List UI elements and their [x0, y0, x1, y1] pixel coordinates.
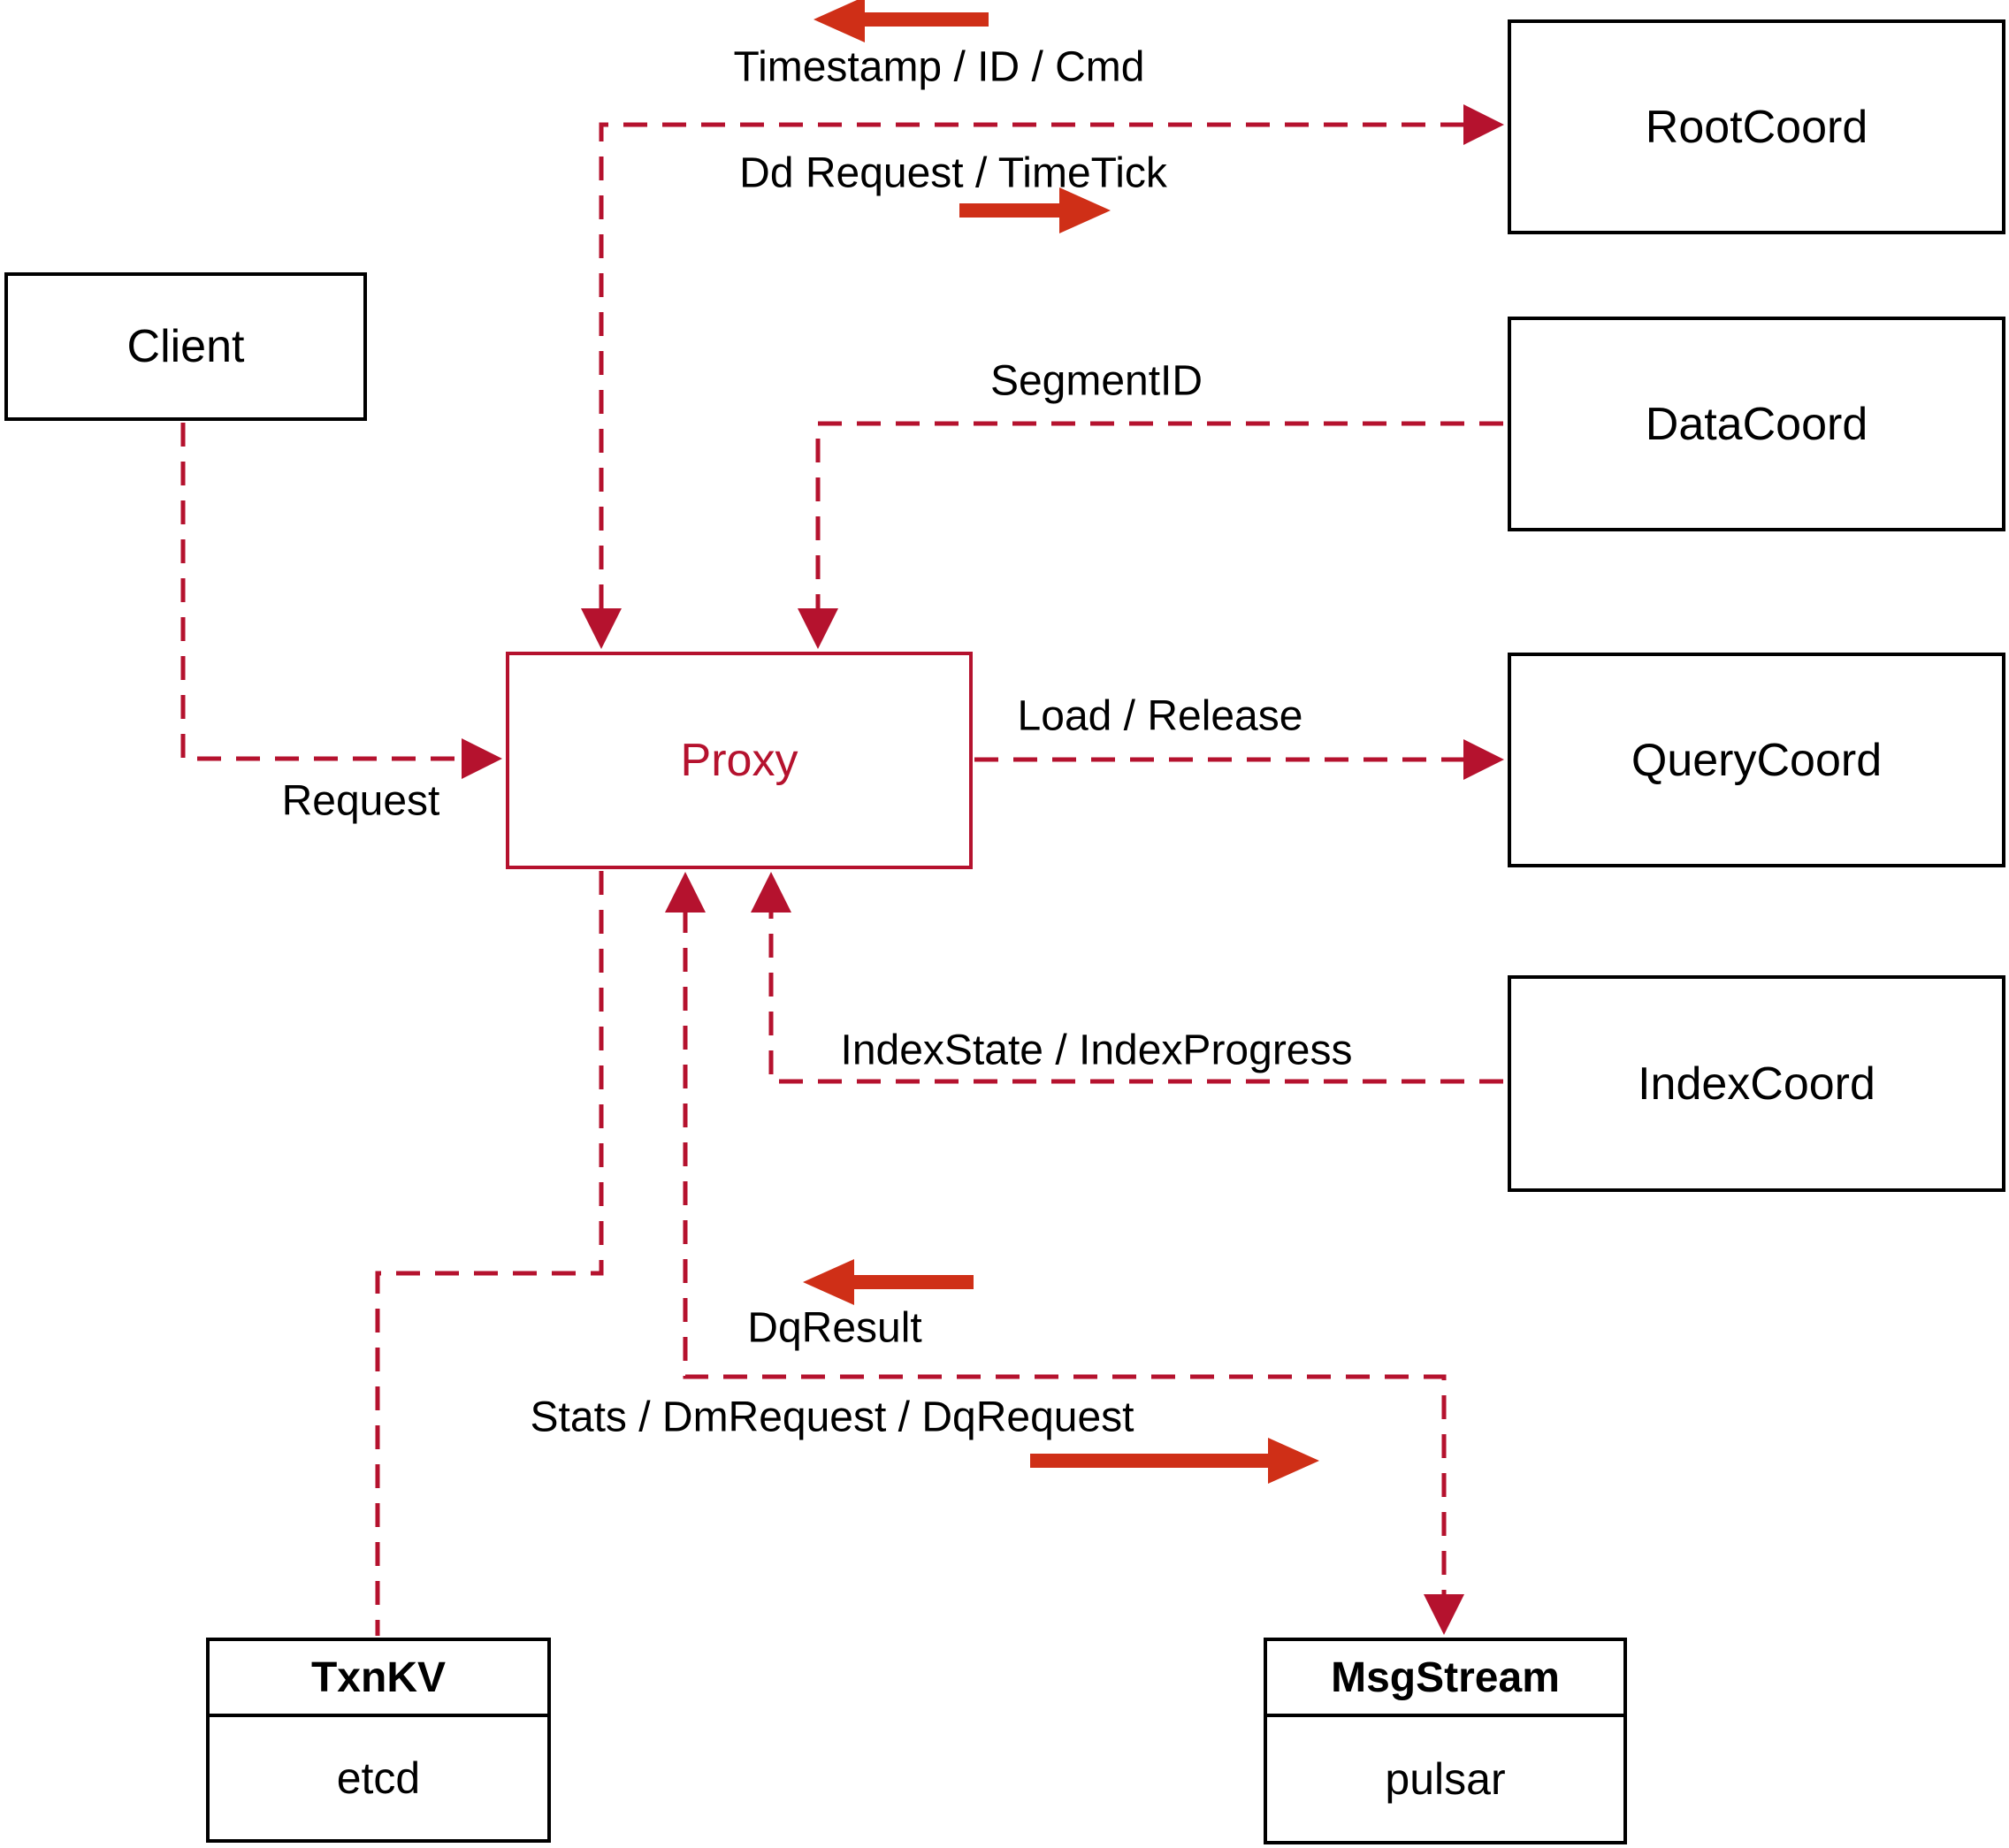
edge-proxy-rootcoord	[599, 122, 1464, 612]
node-datacoord-label: DataCoord	[1645, 398, 1868, 450]
node-indexcoord-label: IndexCoord	[1638, 1058, 1875, 1110]
arrowhead-into-msgstream	[1424, 1594, 1464, 1635]
direction-arrow-left-timestamp	[814, 0, 989, 42]
node-rootcoord: RootCoord	[1508, 19, 2005, 234]
node-querycoord: QueryCoord	[1508, 653, 2005, 867]
edge-client-proxy	[180, 423, 462, 761]
arrowhead-into-proxy-top-left	[581, 608, 622, 649]
node-indexcoord: IndexCoord	[1508, 975, 2005, 1192]
node-msgstream-impl: pulsar	[1385, 1754, 1506, 1804]
direction-arrow-right-ddrequest	[959, 187, 1111, 233]
node-txnkv: TxnKV etcd	[206, 1638, 551, 1843]
edge-datacoord-proxy	[815, 421, 1503, 612]
arrowhead-into-proxy-top-right	[798, 608, 838, 649]
node-client-label: Client	[126, 321, 245, 372]
arrowhead-into-proxy-left	[462, 738, 502, 779]
node-proxy-label: Proxy	[680, 735, 798, 786]
arrowhead-into-proxy-bottom-right	[751, 872, 791, 913]
node-msgstream: MsgStream pulsar	[1264, 1638, 1627, 1844]
edge-label-indexstate-indexprogress: IndexState / IndexProgress	[840, 1027, 1353, 1074]
edge-label-dqresult: DqResult	[747, 1304, 922, 1352]
node-txnkv-impl: etcd	[336, 1753, 421, 1803]
node-rootcoord-label: RootCoord	[1645, 101, 1868, 153]
direction-arrow-left-dqresult	[803, 1259, 974, 1305]
edge-indexcoord-proxy	[768, 909, 1503, 1084]
edge-label-segmentid: SegmentID	[989, 357, 1203, 405]
node-proxy: Proxy	[506, 652, 973, 869]
edge-proxy-txnkv	[375, 871, 604, 1636]
edge-label-dd-request-timetick: Dd Request / TimeTick	[739, 149, 1167, 197]
arrowhead-into-rootcoord	[1463, 104, 1504, 145]
arrowhead-into-proxy-bottom-left	[665, 872, 706, 913]
node-msgstream-title: MsgStream	[1267, 1641, 1623, 1717]
node-querycoord-label: QueryCoord	[1631, 734, 1883, 786]
edge-label-stats-dmrequest-dqrequest: Stats / DmRequest / DqRequest	[530, 1394, 1134, 1441]
edge-label-load-release: Load / Release	[1017, 692, 1303, 740]
edge-proxy-msgstream	[683, 909, 1447, 1597]
direction-arrow-right-stats	[1030, 1438, 1319, 1484]
node-txnkv-title: TxnKV	[210, 1641, 547, 1717]
edge-label-request: Request	[281, 777, 440, 825]
node-client: Client	[4, 272, 367, 421]
arrowhead-into-querycoord	[1463, 739, 1504, 780]
node-datacoord: DataCoord	[1508, 317, 2005, 531]
edge-label-timestamp-id-cmd: Timestamp / ID / Cmd	[733, 43, 1145, 91]
